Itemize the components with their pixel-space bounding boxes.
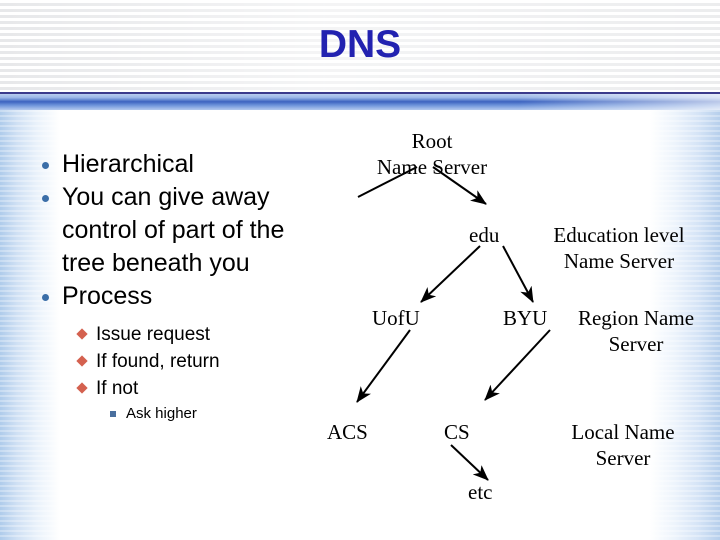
bullet-marker-diamond-icon <box>76 355 88 367</box>
tree-node-acs: ACS <box>327 420 368 444</box>
divider-dark-line <box>0 92 720 94</box>
bullet-marker-square-icon <box>110 411 116 417</box>
annotation-education-level: Education level Name Server <box>526 222 712 274</box>
tree-node-root: Root Name Server <box>372 128 492 180</box>
bullet-text: Process <box>62 282 153 310</box>
bullet-text: Hierarchical <box>62 150 194 178</box>
tree-node-uofu: UofU <box>372 306 420 330</box>
tree-node-byu: BYU <box>503 306 548 330</box>
tree-node-cs: CS <box>444 420 470 444</box>
edge-uofu-acs <box>356 329 411 403</box>
page-title: DNS <box>318 23 402 66</box>
edge-cs-etc <box>450 444 489 481</box>
sub-bullet-if-not: If not <box>66 375 334 402</box>
tree-node-etc: etc <box>468 480 493 504</box>
edge-edu-uofu <box>420 245 481 303</box>
sub-bullet-issue-request: Issue request <box>66 321 334 348</box>
bullet-item-hierarchical: Hierarchical <box>34 148 334 181</box>
bullet-item-give-away-control: You can give away control of part of the… <box>34 181 334 280</box>
bullet-item-process: Process <box>34 280 334 313</box>
annotation-local-name-line2: Server <box>595 446 651 470</box>
annotation-local-name-line1: Local Name <box>571 420 675 444</box>
bullet-marker-diamond-icon <box>76 382 88 394</box>
annotation-region-name-line1: Region Name <box>577 306 695 330</box>
header-divider <box>0 92 720 112</box>
edge-root-left <box>357 166 418 198</box>
sub-sub-bullet-text: Ask higher <box>126 405 197 422</box>
sub-bullet-text: If not <box>96 378 139 399</box>
edge-byu-cs <box>484 329 551 401</box>
bullet-spacer <box>34 313 334 321</box>
bullet-marker-circle-icon <box>42 195 49 202</box>
tree-edges <box>356 166 551 481</box>
annotation-local-name-server: Local Name Server <box>543 419 703 471</box>
bullet-marker-circle-icon <box>42 294 49 301</box>
slide-header: DNS <box>0 0 720 92</box>
tree-node-root-line1: Root <box>411 129 453 153</box>
bullet-text: You can give away control of part of the… <box>62 183 285 277</box>
edge-edu-byu <box>502 245 534 303</box>
sub-bullet-text: Issue request <box>96 324 211 345</box>
annotation-education-level-line1: Education level <box>553 223 685 247</box>
edge-root-edu <box>432 166 487 205</box>
annotation-region-name-server: Region Name Server <box>556 305 716 357</box>
dns-tree-diagram: Root Name Server edu UofU BYU ACS CS etc… <box>300 112 720 540</box>
bullet-marker-circle-icon <box>42 162 49 169</box>
bullet-marker-diamond-icon <box>76 328 88 340</box>
header-sheen <box>0 0 720 92</box>
tree-node-root-line2: Name Server <box>376 155 488 179</box>
tree-node-edu: edu <box>469 223 500 247</box>
divider-fade-overlay <box>0 94 720 110</box>
sub-bullet-if-found-return: If found, return <box>66 348 334 375</box>
bullet-list: Hierarchical You can give away control o… <box>34 148 334 426</box>
sub-sub-bullet-ask-higher: Ask higher <box>100 402 334 426</box>
annotation-region-name-line2: Server <box>608 332 664 356</box>
sub-bullet-text: If found, return <box>96 351 220 372</box>
annotation-education-level-line2: Name Server <box>563 249 675 273</box>
